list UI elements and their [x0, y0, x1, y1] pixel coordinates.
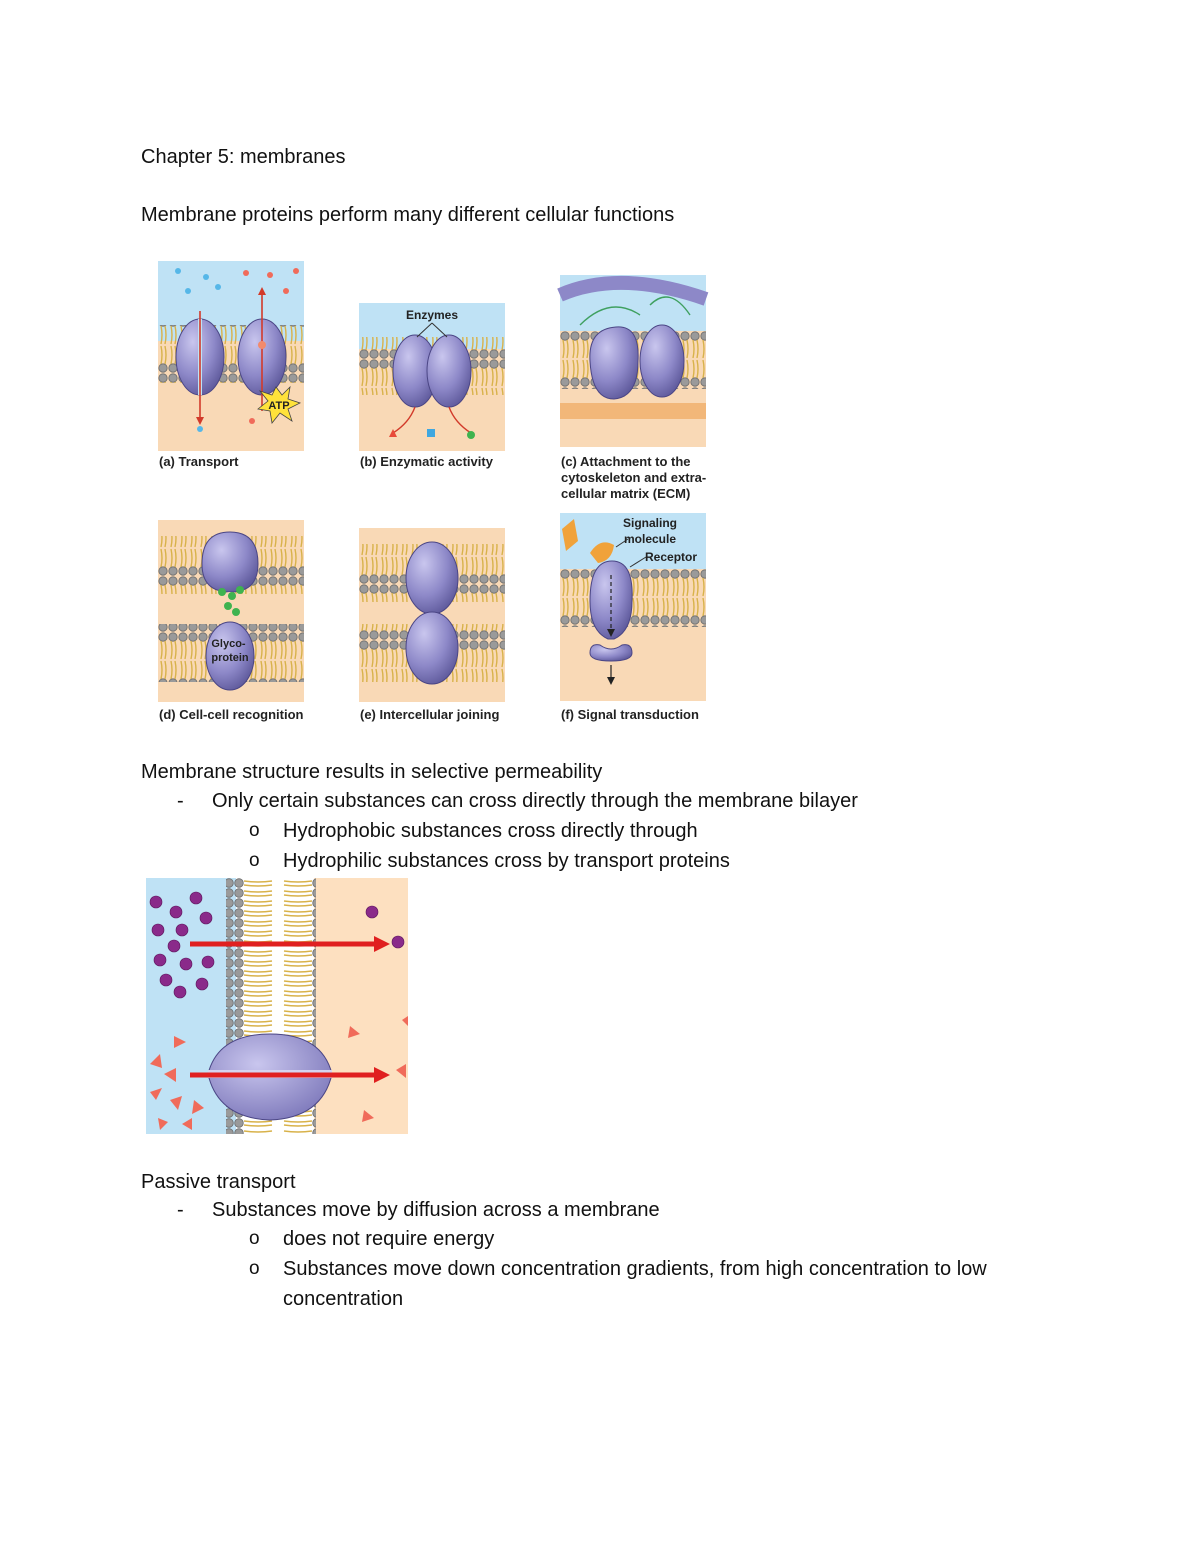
- panel-b-enzymatic: Enzymes: [359, 303, 505, 451]
- enzymes-label: Enzymes: [406, 308, 458, 322]
- sub-bullet-marker: o: [249, 850, 260, 871]
- bullet-dash: -: [177, 790, 184, 812]
- section-heading-selective-permeability: Membrane structure results in selective …: [141, 761, 603, 783]
- membrane-protein-functions-figure: ATP Enzymes Glyco-: [158, 261, 709, 702]
- caption-d-recognition: (d) Cell-cell recognition: [159, 707, 304, 722]
- sub-bullet-hydrophilic: Hydrophilic substances cross by transpor…: [283, 850, 730, 872]
- sub-bullet-gradient-continued: concentration: [283, 1288, 404, 1310]
- panel-e-joining: [359, 528, 505, 702]
- receptor-label: Receptor: [645, 550, 698, 564]
- panel-d-recognition: Glyco- protein: [158, 520, 304, 702]
- caption-c-attachment: (c) Attachment to the cytoskeleton and e…: [561, 454, 707, 501]
- sub-bullet-gradient: Substances move down concentration gradi…: [283, 1258, 987, 1280]
- bullet-dash: -: [177, 1199, 184, 1221]
- sub-bullet-hydrophobic: Hydrophobic substances cross directly th…: [283, 820, 698, 842]
- glycoprotein-label-line: protein: [211, 652, 249, 664]
- caption-f-signal: (f) Signal transduction: [561, 707, 699, 722]
- section-heading-passive-transport: Passive transport: [141, 1171, 296, 1193]
- chapter-title: Chapter 5: membranes: [141, 146, 346, 168]
- atp-label: ATP: [268, 400, 289, 412]
- section-heading-membrane-proteins: Membrane proteins perform many different…: [141, 204, 675, 226]
- caption-e-joining: (e) Intercellular joining: [360, 707, 500, 722]
- bullet-diffusion: Substances move by diffusion across a me…: [212, 1199, 660, 1221]
- panel-f-signal: [560, 513, 706, 701]
- panel-a-transport: ATP: [158, 261, 304, 451]
- glycoprotein-label: Glyco- protein: [211, 638, 249, 664]
- sub-bullet-marker: o: [249, 820, 260, 841]
- caption-b-enzymatic: (b) Enzymatic activity: [360, 454, 493, 469]
- sub-bullet-no-energy: does not require energy: [283, 1228, 495, 1250]
- sub-bullet-marker: o: [249, 1228, 260, 1249]
- panel-c-attachment: [557, 275, 709, 447]
- bullet-only-certain: Only certain substances can cross direct…: [212, 790, 858, 812]
- permeability-figure: [146, 878, 408, 1134]
- caption-a-transport: (a) Transport: [159, 454, 239, 469]
- sub-bullet-marker: o: [249, 1258, 260, 1279]
- signaling-molecule-label: Signaling molecule: [623, 516, 677, 546]
